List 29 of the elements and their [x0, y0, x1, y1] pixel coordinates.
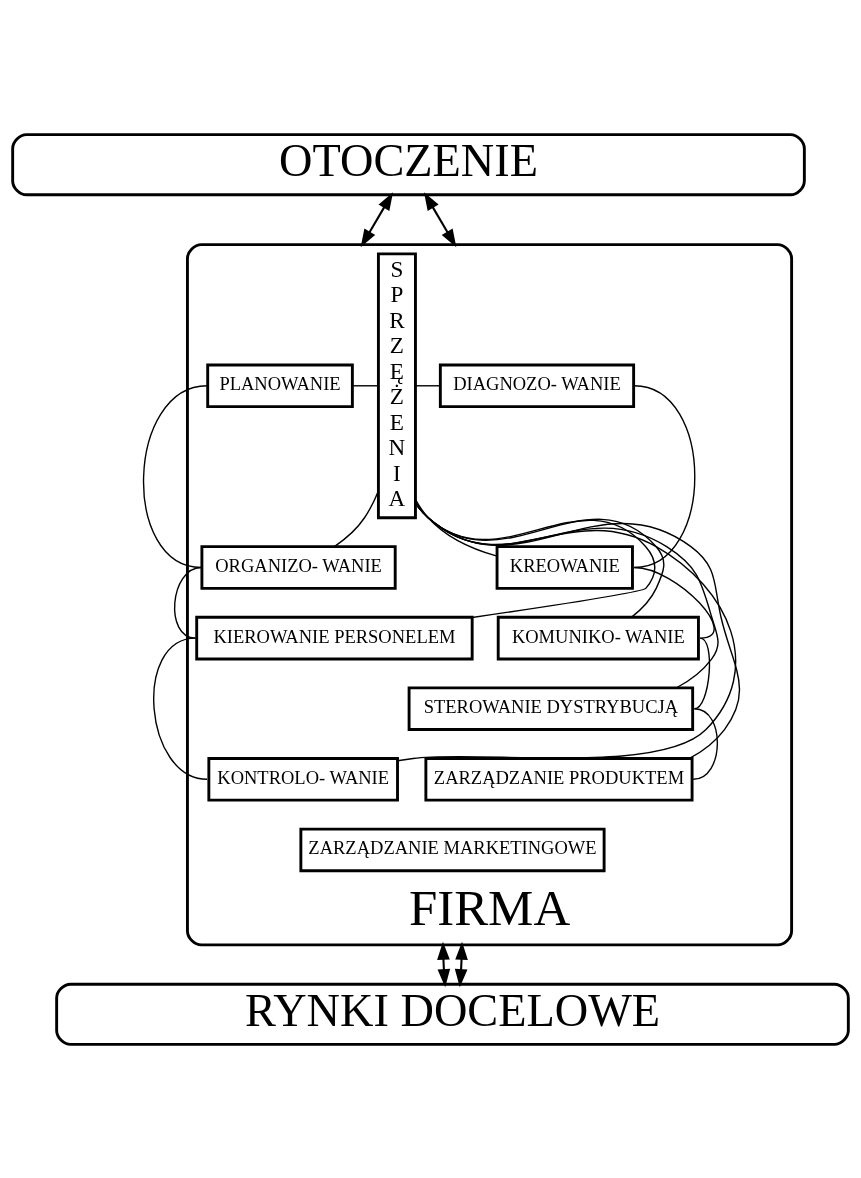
connector [414, 501, 719, 688]
connector [692, 707, 719, 780]
connector [174, 566, 203, 639]
arrow [360, 191, 394, 247]
node-box: KIEROWANIE PERSONELEM [195, 615, 474, 660]
connector [633, 384, 696, 568]
node-box: ORGANIZO- WANIE [200, 544, 397, 590]
arrow [437, 941, 451, 987]
arrow [423, 191, 457, 247]
node-box: KREOWANIE [495, 544, 634, 590]
node-box: STEROWANIE DYSTRYBUCJĄ [407, 685, 695, 731]
arrow [454, 941, 468, 987]
node-box: DIAGNOZO- WANIE [438, 363, 636, 408]
connector [693, 636, 711, 709]
connector [153, 636, 208, 780]
connector [414, 498, 498, 557]
node-box: KONTROLO- WANIE [207, 756, 399, 802]
node-box: PLANOWANIE [206, 363, 354, 408]
connector [351, 384, 379, 386]
node-box: RYNKI DOCELOWE [55, 982, 850, 1046]
node-box: ZARZĄDZANIE MARKETINGOWE [299, 827, 606, 872]
connector [333, 490, 379, 547]
node-box: SPRZĘŻENIA [376, 251, 417, 519]
node-box: ZARZĄDZANIE PRODUKTEM [424, 756, 694, 802]
connector [633, 566, 715, 639]
node-box: OTOCZENIE [11, 132, 806, 196]
connector [142, 384, 208, 568]
node-box: KOMUNIKO- WANIE [496, 615, 700, 660]
connector [414, 384, 441, 386]
